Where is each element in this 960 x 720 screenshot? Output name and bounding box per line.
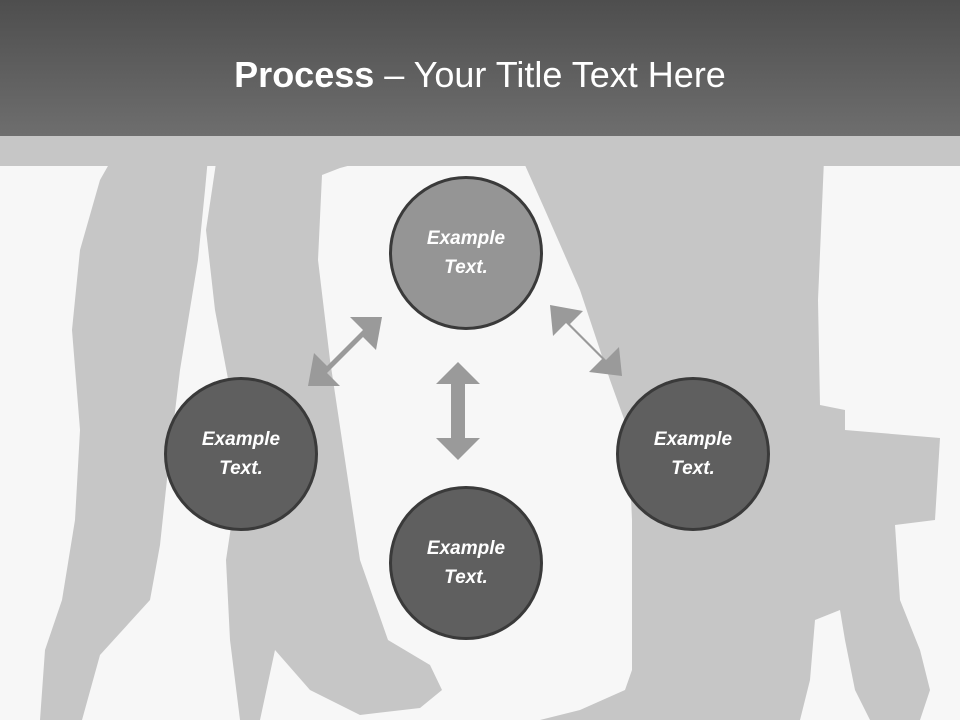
left-leg-silhouette bbox=[40, 136, 210, 720]
title-underband bbox=[0, 136, 960, 166]
node-right-line1: Example bbox=[653, 429, 733, 450]
process-node-right: Example Text. bbox=[616, 377, 770, 531]
double-arrow-left-diagonal bbox=[308, 317, 382, 386]
process-node-top: Example Text. bbox=[389, 176, 543, 330]
title-bar bbox=[0, 0, 960, 136]
node-top-line2: Text. bbox=[444, 257, 488, 278]
double-arrow-right-diagonal bbox=[550, 305, 622, 376]
slide-title: Process – Your Title Text Here bbox=[0, 52, 960, 98]
title-bold-part: Process bbox=[234, 54, 375, 95]
node-bottom-line2: Text. bbox=[444, 567, 488, 588]
process-node-left: Example Text. bbox=[164, 377, 318, 531]
node-top-line1: Example bbox=[426, 228, 506, 249]
title-rest: Your Title Text Here bbox=[413, 54, 726, 95]
node-left-line1: Example bbox=[201, 429, 281, 450]
process-node-bottom: Example Text. bbox=[389, 486, 543, 640]
node-bottom-line1: Example bbox=[426, 538, 506, 559]
middle-leg-silhouette bbox=[206, 136, 442, 720]
node-right-line2: Text. bbox=[671, 458, 715, 479]
double-arrow-vertical bbox=[436, 362, 480, 460]
node-left-line2: Text. bbox=[219, 458, 263, 479]
title-separator: – bbox=[374, 54, 414, 95]
